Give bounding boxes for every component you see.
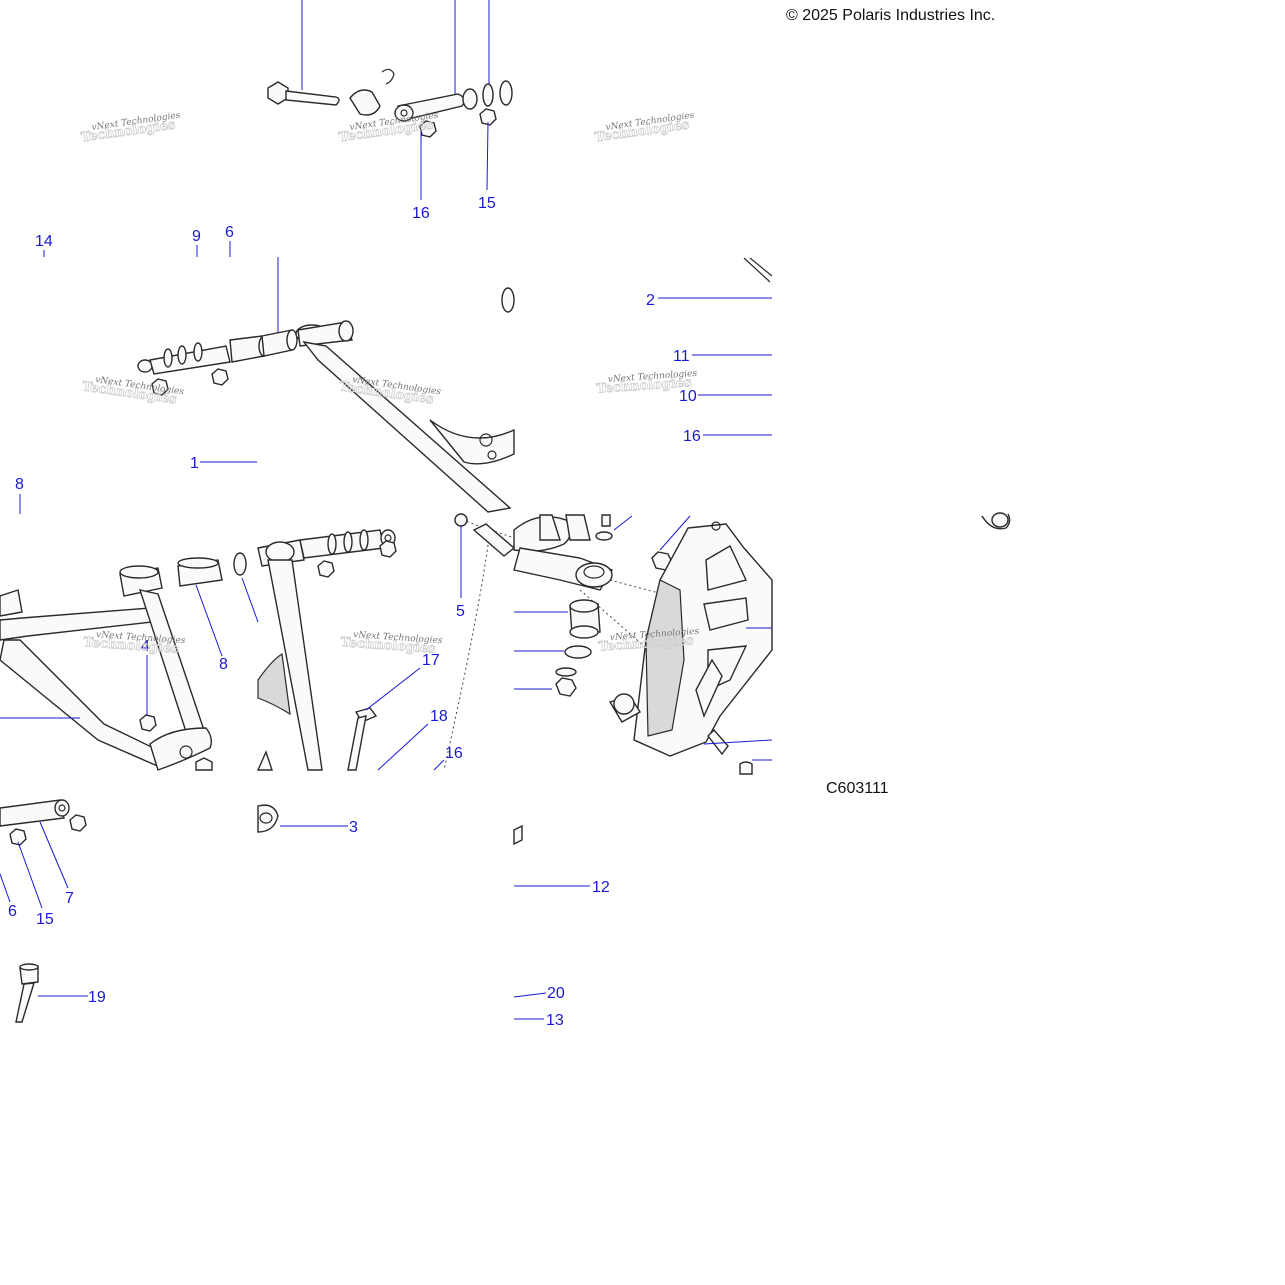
- callout-20: 20: [547, 985, 565, 1002]
- tile-tie-rod-end: 3: [257, 804, 358, 836]
- svg-text:Technologies: Technologies: [598, 633, 694, 655]
- tile-knuckle: [513, 514, 773, 775]
- callout-13: 13: [546, 1012, 564, 1029]
- pivot-bolt: [267, 81, 340, 106]
- callout-3: 3: [349, 819, 358, 836]
- lower-a-arm: [0, 565, 213, 771]
- tile-upper-right: 2 11 10 16: [646, 257, 1011, 530]
- tile-lower-a-arm: 4 8: [0, 552, 259, 771]
- callout-11: 11: [673, 348, 690, 365]
- callout-9: 9: [192, 228, 201, 245]
- a-arm-pivot-shaft: [137, 329, 298, 375]
- callout-10: 10: [679, 388, 697, 405]
- callout-15-top: 15: [478, 195, 496, 212]
- svg-text:Technologies: Technologies: [83, 635, 179, 657]
- callout-4: 4: [141, 638, 150, 655]
- svg-text:Technologies: Technologies: [596, 375, 692, 397]
- callout-6-top: 6: [225, 224, 234, 241]
- tile-bottom-hardware: 7 6 15 19: [0, 799, 106, 1023]
- cap-screw: [15, 963, 39, 1023]
- callout-8-mid: 8: [219, 656, 228, 673]
- callout-1: 1: [190, 455, 199, 472]
- steering-knuckle: [633, 521, 773, 757]
- callout-16-low: 16: [445, 745, 463, 762]
- pivot-shaft-top: [394, 88, 478, 122]
- tile-upper-hardware: 16 15 14 9 6: [35, 0, 513, 257]
- callout-7: 7: [65, 890, 74, 907]
- callout-19: 19: [88, 989, 106, 1006]
- callout-15-bottom: 15: [36, 911, 54, 928]
- callout-14: 14: [35, 233, 53, 250]
- upper-a-arm: [295, 287, 515, 513]
- copyright-notice: © 2025 Polaris Industries Inc.: [786, 7, 996, 24]
- callout-17: 17: [422, 652, 440, 669]
- callout-6-bottom: 6: [8, 903, 17, 920]
- callout-12: 12: [592, 879, 610, 896]
- svg-text:Technologies: Technologies: [340, 635, 436, 657]
- callout-18: 18: [430, 708, 448, 725]
- tile-bottom-callouts: 12 20 13: [513, 824, 610, 1029]
- callout-8-left: 8: [15, 476, 24, 493]
- tile-lower-pivot: 5 17 18 16: [256, 513, 521, 771]
- ball-joint-stack: [555, 599, 601, 697]
- callout-16-top: 16: [412, 205, 430, 222]
- callout-5: 5: [456, 603, 465, 620]
- callout-16-mid: 16: [683, 428, 701, 445]
- tile-upper-a-arm: 1 8: [15, 257, 515, 514]
- tie-rod-bolt: [347, 707, 378, 771]
- callout-2: 2: [646, 292, 655, 309]
- figure-id: C603111: [826, 780, 889, 797]
